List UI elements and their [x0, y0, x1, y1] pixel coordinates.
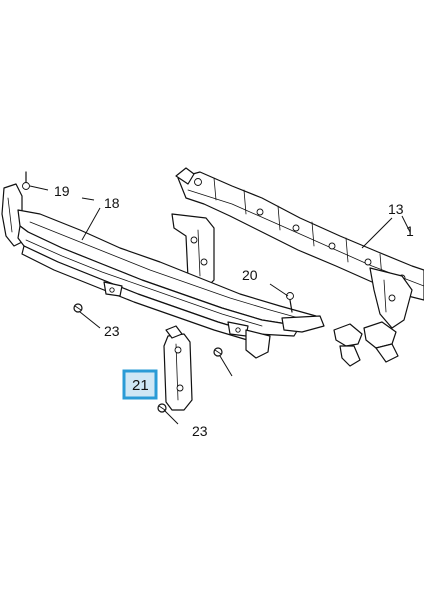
leader-lines — [29, 185, 411, 425]
bolt-23-left-icon — [73, 303, 83, 313]
callout-19: 19 — [54, 183, 70, 199]
callout-18: 18 — [104, 195, 120, 211]
bolt-23-mid-icon — [213, 347, 223, 357]
callout-20: 20 — [242, 267, 258, 283]
callout-1: 1 — [406, 223, 414, 239]
callout-13: 13 — [388, 201, 404, 217]
lower-brackets — [333, 321, 399, 367]
bracket-21 — [163, 325, 193, 411]
highlight-box-21 — [122, 369, 158, 400]
callout-23-left: 23 — [104, 323, 120, 339]
screw-19-icon — [22, 171, 30, 190]
bumper-impact-bar — [1, 183, 325, 359]
screw-20-icon — [286, 292, 294, 313]
callout-21: 21 — [132, 377, 149, 394]
fasteners — [22, 171, 294, 413]
callout-23-bottom: 23 — [192, 423, 208, 439]
